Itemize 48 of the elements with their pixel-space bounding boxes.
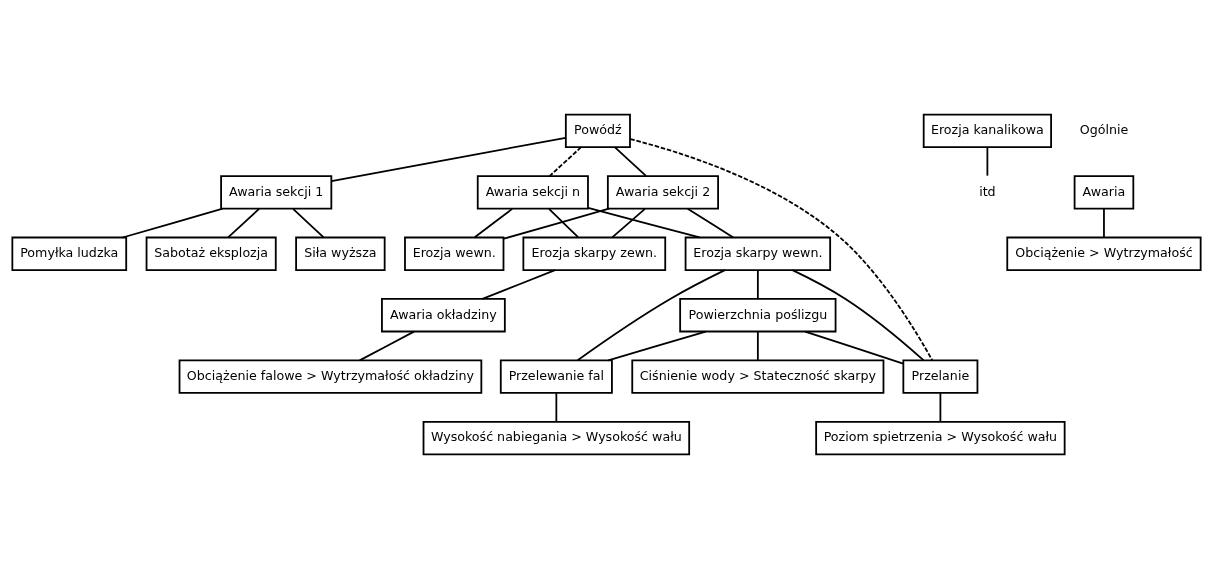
connector: [611, 208, 646, 239]
connector: [330, 136, 567, 183]
node-box: Siła wyższa: [295, 236, 386, 271]
connector: [587, 207, 701, 239]
connector: [548, 146, 582, 177]
node-box: Awaria: [1073, 175, 1135, 210]
connector: [939, 392, 942, 423]
connector: [791, 269, 925, 362]
node-box: Erozja wewn.: [404, 236, 505, 271]
node-box: Erozja skarpy wewn.: [684, 236, 832, 271]
connector: [358, 330, 415, 362]
label: Ogólnie: [1079, 122, 1129, 138]
node-box: Pomyłka ludzka: [11, 236, 128, 271]
node-box: Przelewanie fal: [499, 359, 613, 394]
node-box: Awaria sekcji n: [476, 175, 589, 210]
connector: [502, 207, 610, 240]
connector: [292, 208, 325, 238]
node-box: Powódź: [564, 113, 631, 149]
node-box: Awaria sekcji 2: [606, 175, 719, 210]
connector: [756, 269, 759, 300]
connector: [473, 208, 514, 239]
node-box: Ciśnienie wody > Stateczność skarpy: [631, 359, 885, 394]
node-box: Obciążenie > Wytrzymałość: [1006, 236, 1202, 271]
connector: [804, 330, 905, 365]
node-box: Sabotaż eksplozja: [145, 236, 277, 271]
connector: [121, 207, 224, 239]
connector: [614, 146, 647, 177]
connector: [576, 269, 726, 362]
node-box: Wysokość nabiegania > Wysokość wału: [422, 420, 691, 456]
connector: [986, 146, 989, 177]
connector: [548, 208, 579, 238]
node-box: Awaria sekcji 1: [220, 175, 333, 210]
connector: [227, 208, 261, 239]
node-box: Poziom spietrzenia > Wysokość wału: [815, 420, 1066, 456]
node-box: Powierzchnia poślizgu: [679, 298, 837, 333]
node-box: Awaria okładziny: [381, 298, 506, 333]
node-text: itd: [979, 183, 996, 199]
connector: [555, 392, 558, 423]
connector: [481, 269, 556, 300]
connector: [1103, 208, 1105, 238]
node-box: Erozja kanalikowa: [922, 113, 1052, 149]
connector: [756, 330, 759, 361]
connector: [629, 138, 934, 362]
connector: [607, 330, 707, 362]
connector: [686, 207, 735, 239]
node-box: Przelanie: [902, 359, 979, 394]
node-box: Erozja skarpy zewn.: [522, 236, 667, 271]
node-box: Obciążenie falowe > Wytrzymałość okładziny: [178, 359, 483, 394]
